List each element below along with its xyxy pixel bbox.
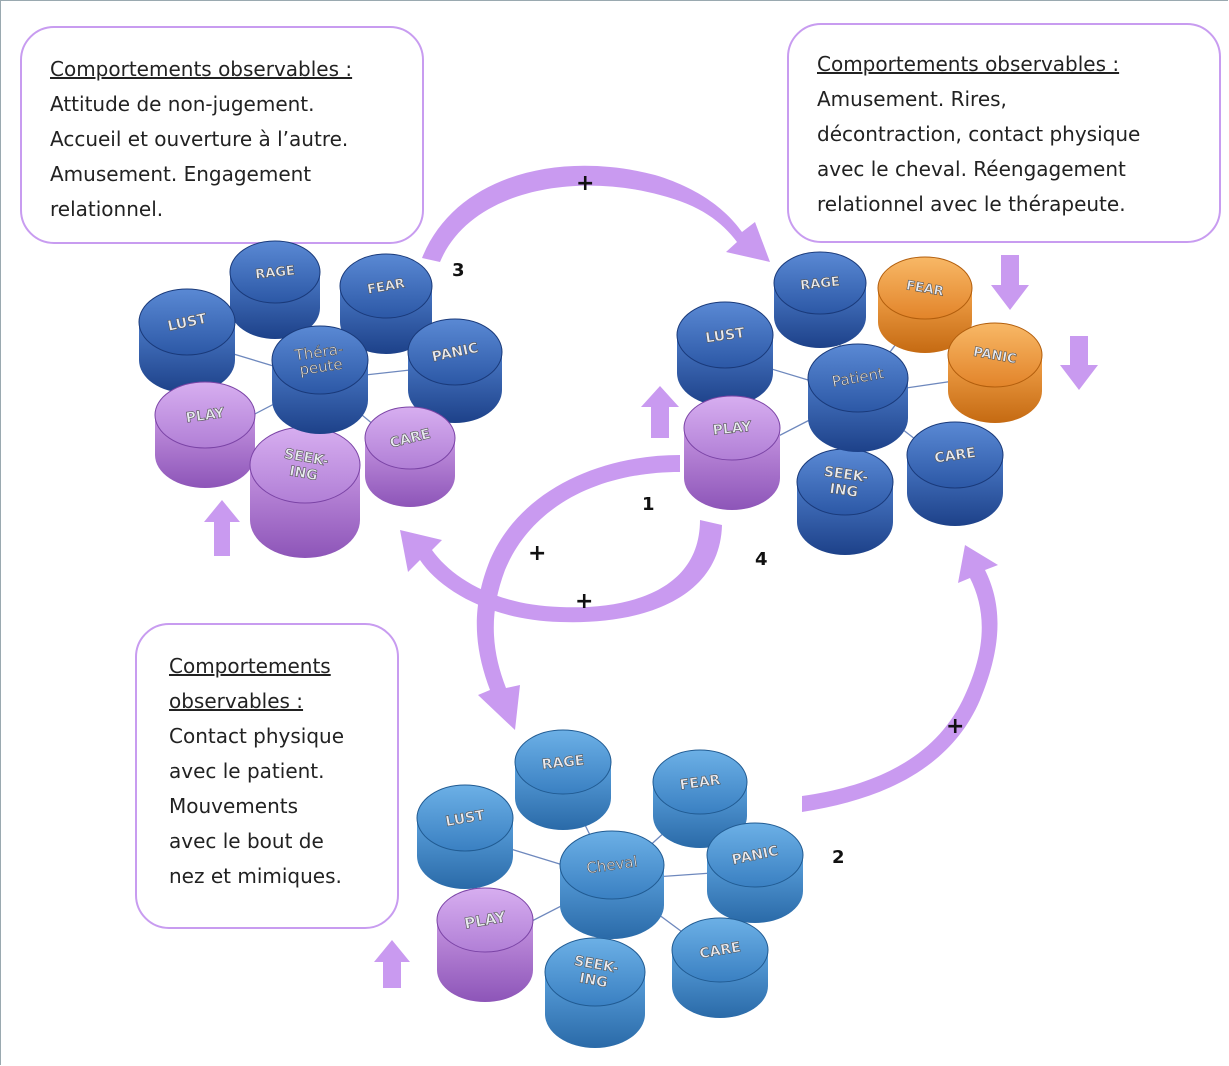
step-number-one: 1 [642, 494, 655, 515]
plus-sign: + [576, 171, 594, 196]
cheval-seeking-node: SEEK-ING [544, 937, 646, 1048]
down-arrow-icon [991, 255, 1029, 310]
callout-patient: Comportements observables : Amusement. R… [787, 23, 1221, 243]
patient-lust-node: LUST [676, 301, 774, 406]
callout-line: Amusement. Rires, [817, 87, 1007, 111]
callout-line: nez et mimiques. [169, 864, 342, 888]
callout-line: relationnel avec le thérapeute. [817, 192, 1126, 216]
cheval-care-node: CARE [671, 917, 769, 1018]
cheval-fear-node: FEAR [652, 749, 748, 848]
plus-sign: + [946, 714, 964, 739]
callout-line: décontraction, contact physique [817, 122, 1141, 146]
callout-line: Contact physique [169, 724, 345, 748]
emotion-label: FEAR [679, 772, 722, 794]
therapeute-center-node: Théra-peute [271, 325, 369, 434]
callout-heading: observables : [169, 689, 304, 713]
cheval-center-node: Cheval [559, 830, 665, 939]
arrow-therapeute-to-patient [422, 165, 770, 262]
callout-therapeute: Comportements observables : Attitude de … [20, 26, 424, 244]
cluster-center-label: Théra-peute [293, 340, 347, 380]
emotion-label: LUST [704, 325, 746, 346]
emotion-label: FEAR [366, 276, 406, 297]
callout-line: avec le patient. [169, 759, 325, 783]
emotion-label: SEEK-ING [280, 446, 330, 485]
patient-center-node: Patient [807, 343, 909, 452]
therapeute-panic-node: PANIC [407, 318, 503, 423]
cheval-lust-node: LUST [416, 784, 514, 889]
emotion-label: RAGE [255, 264, 296, 283]
patient-rage-node: RAGE [773, 251, 867, 348]
callout-heading: Comportements observables : [50, 57, 353, 81]
patient-panic-node: PANIC [947, 322, 1043, 423]
arrow-patient-to-cheval [476, 455, 680, 730]
therapeute-fear-node: FEAR [339, 253, 433, 354]
therapeute-seeking-node: SEEK-ING [249, 426, 361, 558]
emotion-label: RAGE [541, 753, 585, 773]
emotion-label: SEEK-ING [821, 464, 870, 502]
emotion-label: CARE [698, 939, 742, 962]
cheval-play-node: PLAY [436, 887, 534, 1002]
patient-seeking-node: SEEK-ING [796, 448, 894, 555]
callout-line: relationnel. [50, 197, 164, 221]
emotion-label: SEEK-ING [570, 953, 620, 992]
patient-care-node: CARE [906, 421, 1004, 526]
callout-heading: Comportements [169, 654, 331, 678]
therapeute-care-node: CARE [364, 406, 456, 507]
arrow-patient-to-therapeute [400, 520, 722, 623]
callout-line: Mouvements [169, 794, 299, 818]
step-number-two: 2 [832, 847, 845, 868]
emotion-label: FEAR [905, 278, 945, 299]
step-number-four: 4 [755, 549, 768, 570]
patient-fear-node: FEAR [877, 256, 973, 353]
plus-sign: + [528, 541, 546, 566]
step-number-three: 3 [452, 260, 465, 281]
therapeute-play-node: PLAY [154, 381, 256, 488]
callout-cheval: Comportements observables : Contact phys… [135, 623, 399, 929]
callout-line: Accueil et ouverture à l’autre. [50, 127, 349, 151]
therapeute-lust-node: LUST [138, 288, 236, 393]
cheval-panic-node: PANIC [706, 822, 804, 923]
therapeute-rage-node: RAGE [229, 240, 321, 339]
callout-heading: Comportements observables : [817, 52, 1120, 76]
callout-line: Attitude de non-jugement. [50, 92, 315, 116]
emotion-label: PLAY [712, 419, 753, 439]
cheval-rage-node: RAGE [514, 729, 612, 830]
patient-play-node: PLAY [683, 395, 781, 510]
down-arrow-icon [1060, 336, 1098, 390]
plus-sign: + [575, 589, 593, 614]
callout-line: avec le cheval. Réengagement [817, 157, 1126, 181]
emotion-label: PLAY [185, 405, 227, 426]
callout-line: Amusement. Engagement [50, 162, 312, 186]
callout-line: avec le bout de [169, 829, 324, 853]
up-arrow-icon [641, 386, 679, 438]
arrow-cheval-to-patient [802, 545, 998, 812]
up-arrow-icon [204, 500, 240, 556]
emotion-label: CARE [933, 445, 976, 467]
up-arrow-icon [374, 940, 410, 988]
emotion-label: RAGE [800, 275, 841, 294]
emotion-label: LUST [444, 808, 486, 831]
